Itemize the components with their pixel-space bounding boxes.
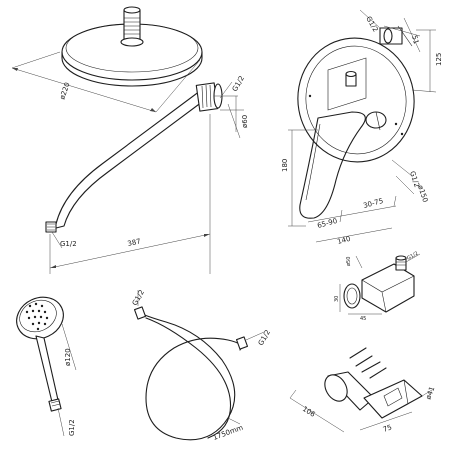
hand-shower-nozzles xyxy=(25,302,49,331)
shower-head-diameter-label: ø220 xyxy=(58,81,71,100)
hose-length-label: 1750mm xyxy=(212,424,244,442)
hand-shower-thread-label: G1/2 xyxy=(68,419,76,436)
wall-connector-dimensions: 30 45 ø50 G1/2 xyxy=(334,251,421,322)
hose-thread-right-label: G1/2 xyxy=(257,329,272,347)
hose-thread-left-label: G1/2 xyxy=(131,289,146,307)
mixer-depth-a-label: 65-90 xyxy=(316,217,338,230)
mixer-depth-c-label: 140 xyxy=(336,235,351,246)
hand-shower-dimensions: ø120 G1/2 xyxy=(57,323,77,437)
holder-screws xyxy=(349,347,387,379)
mixer-diameter-label: ø150 xyxy=(416,184,429,203)
shower-holder xyxy=(324,347,423,419)
holder-width-label: 75 xyxy=(382,423,393,434)
connector-dim-c-label: ø50 xyxy=(346,257,352,266)
connector-dim-a-label: 30 xyxy=(334,296,340,302)
mixer-height-right-label: 125 xyxy=(435,53,443,66)
arm-height-label: ø60 xyxy=(241,115,249,128)
holder-diameter-label: ø41 xyxy=(424,386,436,401)
holder-length-label: 106 xyxy=(301,405,317,419)
hose-dimensions: G1/2 G1/2 1750mm xyxy=(131,289,272,442)
hand-shower-diameter-label: ø120 xyxy=(64,348,72,366)
arm-top-thread-label: G1/2 xyxy=(231,75,246,93)
arm-length-label: 387 xyxy=(127,237,142,248)
mixer-valve xyxy=(297,25,415,219)
arm-end-thread-label: G1/2 xyxy=(60,240,77,248)
hand-shower xyxy=(16,296,64,412)
mixer-height-left-label: 180 xyxy=(281,159,289,172)
mixer-outlet-thread-label: G1/2 xyxy=(364,15,379,33)
shower-hose xyxy=(133,306,249,441)
wall-connector xyxy=(343,255,415,313)
mixer-depth-b-label: 30-75 xyxy=(362,197,384,210)
connector-dim-d-label: G1/2 xyxy=(406,251,419,262)
mixer-width-top-label: 51 xyxy=(410,34,420,45)
connector-dim-b-label: 45 xyxy=(360,316,366,322)
shower-head xyxy=(61,6,203,87)
